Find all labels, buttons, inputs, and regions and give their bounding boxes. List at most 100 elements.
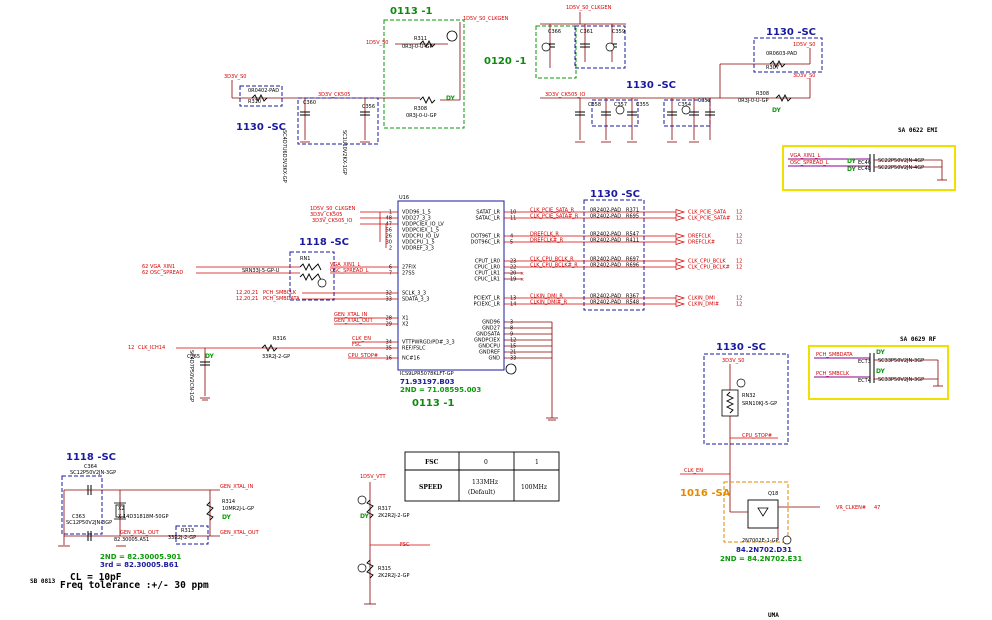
u16-pin-name: CPUC_LR1 <box>474 277 500 283</box>
annotation-0113-top: 0113 -1 <box>390 6 432 17</box>
u16-label: U16 <box>399 195 409 201</box>
arrow-icon <box>675 239 686 245</box>
output-net-mid: DREFCLK#_R <box>530 238 564 244</box>
rn32-value: SRN10KJ-5-GP <box>742 401 777 407</box>
output-net-ref: R371 <box>626 208 639 214</box>
output-net-ref: R548 <box>626 300 639 306</box>
annotation-0120: 0120 -1 <box>484 56 526 67</box>
u16-pin-name: VDDCPU_1_5 <box>402 240 435 246</box>
annotation-0113-ic: 0113 -1 <box>412 398 454 409</box>
net-ck505: 3D3V_CK505 <box>310 212 342 218</box>
annotation-1016: 1016 -SA <box>680 488 731 499</box>
rn1-value: SRN33J-5-GP-U <box>242 268 280 274</box>
r307-label: R307 <box>766 65 779 71</box>
u16-pin-num: 28 <box>386 316 392 322</box>
u16-pin-name: GND27 <box>482 326 500 332</box>
c365-label: C365 <box>187 354 200 360</box>
dy-marker-r308b: DY <box>772 107 782 114</box>
u16-pin-num: 56 <box>386 228 392 234</box>
u16-pin-name: X1 <box>402 316 409 322</box>
arrow-icon <box>675 295 686 301</box>
table-head-fsc: FSC <box>425 459 439 466</box>
crystal-section: 1118 -SC C364 SC12P50V2JN-3GP X2 X-14D31… <box>30 452 260 591</box>
output-net-pad: 0R2402-PAD <box>590 232 621 238</box>
annotation-1130-left: 1130 -SC <box>236 122 286 133</box>
u16-pin-name: 27FIX <box>402 265 417 271</box>
net-vga-xin1-ref: 62 <box>142 264 148 270</box>
x2-label: X2 <box>118 506 125 512</box>
u16-pin-name: VDDPCIEX_IO_LV <box>402 222 444 228</box>
output-net-ref: R697 <box>626 257 639 263</box>
ect4-label: ECT4 <box>858 378 871 384</box>
u16-pin-name: DOT96C_LR <box>471 240 501 246</box>
u16-pin-name: REF/FSLC <box>402 346 426 352</box>
net-cpu-stop-rn32: CPU_STOP# <box>742 433 772 439</box>
rn32-q18-section: 1130 -SC 3D3V_S0 RN32 SRN10KJ-5-GP CPU_S… <box>680 342 880 563</box>
u16-pin-num: 23 <box>510 259 516 265</box>
x2-value: X-14D31818M-50GP <box>118 514 168 520</box>
u16-pin-name: VDD96_1_5 <box>402 210 431 216</box>
c361-label: C361 <box>580 29 593 35</box>
r313-label: R313 <box>181 528 194 534</box>
u16-pin-name: GND <box>489 356 501 362</box>
u16-body <box>397 200 505 371</box>
ec46-value: SC22P50V2JN-4GP <box>878 158 924 164</box>
output-net-page: 12 <box>736 216 742 222</box>
u16-pin-name: X2 <box>402 322 409 328</box>
c355-label: C355 <box>636 102 649 108</box>
c359-label: C359 <box>612 29 625 35</box>
c356-value: SC1U10V2KX-1GP <box>341 130 347 175</box>
c364-value: SC12P50V2JN-3GP <box>70 470 116 476</box>
rf-box: SA 0629 RF PCH_SMBDATA PCH_SMBCLK ECT3 E… <box>808 336 949 400</box>
u16-pin-name: GNDPCIEX <box>474 338 501 344</box>
emi-box: SA 0622 EMI VGA_XIN1_L OSC_SPREAD_L EC46… <box>782 127 956 191</box>
power-3d3v-s0-tr: 3D3V_S0 <box>793 73 816 79</box>
arrow-icon <box>675 233 686 239</box>
c360-label: C360 <box>303 100 316 106</box>
q18-pn1: 84.2N702.D31 <box>736 546 792 554</box>
u16-pin-num: 2 <box>389 246 392 252</box>
c364-label: C364 <box>84 464 97 470</box>
output-net-name: CLKIN_DMI# <box>688 302 719 308</box>
annotation-sb0813: SB 0813 <box>30 578 56 585</box>
arrow-icon <box>675 301 686 307</box>
r307-value: 0R0603-PAD <box>766 51 797 57</box>
rn1-label: RN1 <box>300 256 310 262</box>
arrow-icon <box>675 258 686 264</box>
u16-pin-num: 3 <box>510 320 513 326</box>
nc-mark: × <box>520 277 524 283</box>
r308a-value: 0R3J-0-U-GP <box>406 113 436 119</box>
output-net-page: 12 <box>736 265 742 271</box>
output-net-page: 12 <box>736 240 742 246</box>
output-net-name: DREFCLK# <box>688 240 715 246</box>
u16-pin-num: 12 <box>510 338 516 344</box>
output-net-page: 12 <box>736 296 742 302</box>
net-clk-ich14: CLK_ICH14 <box>138 345 165 351</box>
output-net-ref: R695 <box>626 214 639 220</box>
r315-label: R315 <box>378 566 391 572</box>
u16-pin-num: 22 <box>510 265 516 271</box>
output-net-mid: DREFCLK_R <box>530 232 559 238</box>
r311-label: R311 <box>414 36 427 42</box>
table-cell-default: (Default) <box>468 489 495 496</box>
u16-pin-name: SDATA_3_3 <box>402 297 429 303</box>
u16-pin-num: 4 <box>510 234 513 240</box>
u16-pin-name: VTTPWRGD/PD#_3_3 <box>402 340 455 346</box>
r308a-label: R308 <box>414 106 427 112</box>
q18-value: 2N7002E-1-GP <box>742 538 779 544</box>
u16-pin-num: 7 <box>389 271 392 277</box>
output-net-name: DREFCLK <box>688 234 712 240</box>
net-osc-spread-ref: 62 <box>142 270 148 276</box>
annotation-1130-mid: 1130 -SC <box>626 80 676 91</box>
u16-pin-name: PCIEXT_LR <box>474 296 501 302</box>
table-head-1: 1 <box>535 459 539 466</box>
u16-pin-num: 6 <box>389 265 392 271</box>
net-gen-xtal-in: GEN_XTAL_IN <box>334 312 367 318</box>
net-fsc-divider: FSC <box>400 542 410 548</box>
ec48-label: EC48 <box>858 166 871 172</box>
u16-pin-num: 20 <box>510 271 516 277</box>
u16-pin-name: CPUT_LR1 <box>475 271 500 277</box>
x2-pn2: 2ND = 82.30005.901 <box>100 553 181 561</box>
